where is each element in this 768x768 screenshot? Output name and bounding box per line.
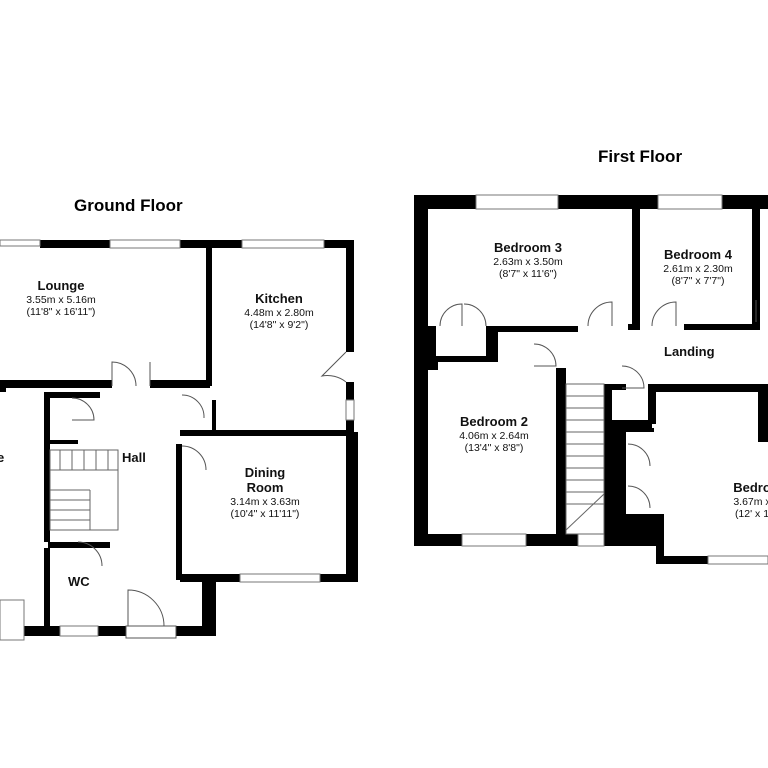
room-name: Dining — [244, 465, 286, 480]
room-metric-size: 3.67m x — [733, 495, 768, 508]
ground-floor-stairs — [49, 449, 119, 531]
ground-floor-title: Ground Floor — [74, 196, 183, 215]
room-label-bedroom1: Bedro 3.67m x (12' x 1 — [733, 480, 768, 520]
room-metric-size: 2.63m x 3.50m — [493, 255, 563, 268]
room-name: Bedro — [733, 480, 768, 495]
room-metric-size: 4.48m x 2.80m — [244, 306, 314, 319]
room-name: Lounge — [37, 278, 85, 293]
room-label-wc: WC — [68, 574, 90, 589]
room-label-lounge: Lounge 3.55m x 5.16m (11'8" x 16'11") — [26, 278, 96, 318]
ground-floor-windows — [0, 239, 355, 637]
room-metric-size: 3.14m x 3.63m — [230, 495, 300, 508]
ground-floor-walls — [0, 240, 358, 636]
room-imperial-size: (13'4" x 8'8") — [464, 442, 524, 454]
first-floor-stairs — [565, 383, 605, 535]
room-name: Bedroom 3 — [494, 240, 562, 255]
room-name: Kitchen — [255, 291, 303, 306]
first-floor-windows — [461, 194, 768, 565]
room-name: Bedroom 4 — [664, 247, 732, 262]
room-label-partial: e — [0, 450, 5, 465]
room-imperial-size: (11'8" x 16'11") — [26, 306, 96, 318]
room-label-bedroom3: Bedroom 3 2.63m x 3.50m (8'7" x 11'6") — [493, 240, 563, 280]
room-label-hall: Hall — [122, 450, 146, 465]
first-floor-title: First Floor — [598, 147, 683, 166]
room-imperial-size: (10'4" x 11'11") — [230, 507, 300, 520]
partial-room-fixture — [0, 599, 25, 641]
first-floor-doors — [439, 300, 757, 509]
room-imperial-size: (8'7" x 11'6") — [499, 268, 557, 280]
room-label-dining: Dining Room 3.14m x 3.63m (10'4" x 11'11… — [230, 465, 300, 520]
ground-floor-doors — [71, 351, 347, 639]
room-name: Bedroom 2 — [460, 414, 528, 429]
room-imperial-size: (8'7" x 7'7") — [671, 275, 725, 287]
room-label-kitchen: Kitchen 4.48m x 2.80m (14'8" x 9'2") — [244, 291, 314, 331]
first-floor-walls — [414, 195, 768, 564]
room-name-line2: Room — [246, 479, 284, 495]
room-label-landing: Landing — [664, 344, 715, 359]
room-metric-size: 4.06m x 2.64m — [459, 429, 529, 442]
room-imperial-size: (12' x 1 — [734, 508, 768, 520]
room-label-bedroom2: Bedroom 2 4.06m x 2.64m (13'4" x 8'8") — [459, 414, 529, 454]
room-imperial-size: (14'8" x 9'2") — [249, 319, 309, 331]
room-metric-size: 3.55m x 5.16m — [26, 293, 96, 306]
room-label-bedroom4: Bedroom 4 2.61m x 2.30m (8'7" x 7'7") — [663, 247, 733, 287]
room-metric-size: 2.61m x 2.30m — [663, 262, 733, 275]
